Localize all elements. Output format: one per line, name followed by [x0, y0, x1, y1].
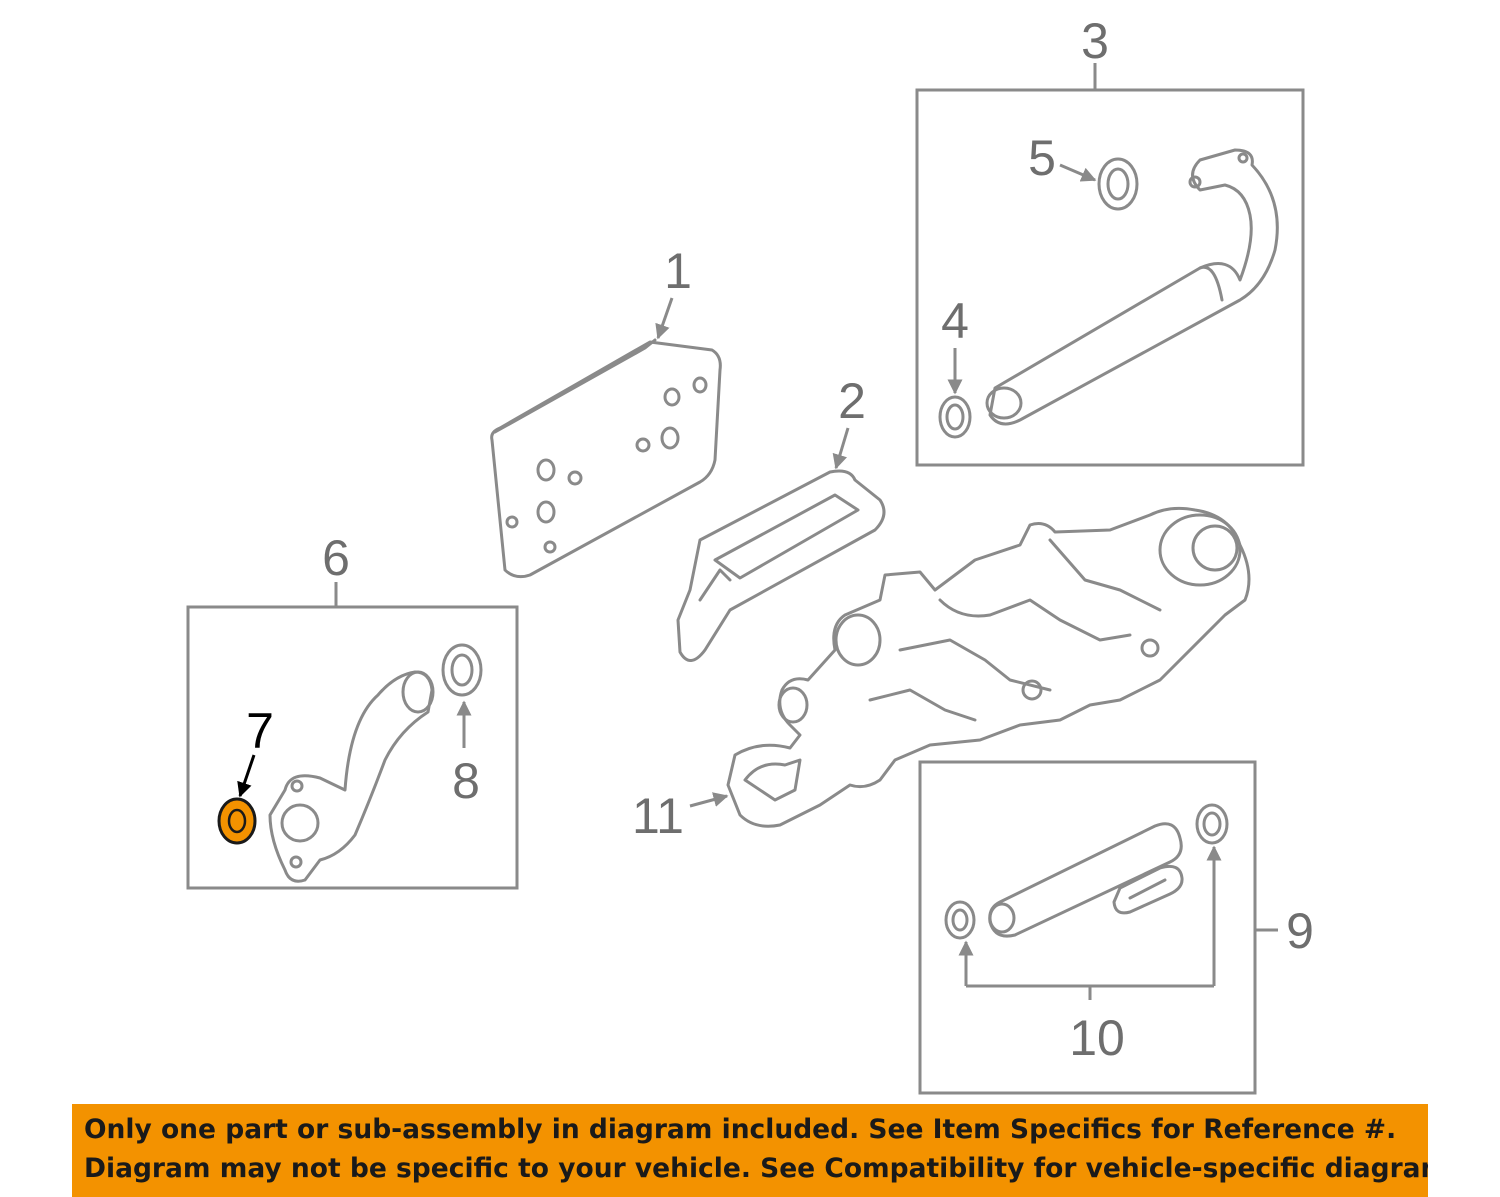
- callout-5: 5: [1028, 130, 1097, 186]
- group-box-6: [186, 582, 519, 890]
- part-7-oring-highlighted[interactable]: [217, 797, 257, 845]
- callout-2-label: 2: [838, 373, 866, 429]
- callout-3: 3: [1081, 13, 1109, 69]
- part-6-elbow[interactable]: [268, 670, 435, 883]
- callout-3-label: 3: [1081, 13, 1109, 69]
- callout-8: 8: [452, 700, 480, 809]
- disclaimer-banner: Only one part or sub-assembly in diagram…: [72, 1104, 1428, 1197]
- disclaimer-line-1: Only one part or sub-assembly in diagram…: [84, 1114, 1397, 1145]
- callout-9-label: 9: [1286, 903, 1314, 959]
- callout-6: 6: [322, 530, 350, 586]
- callout-9: 9: [1286, 903, 1314, 959]
- callout-5-label: 5: [1028, 130, 1056, 186]
- callout-11: 11: [632, 788, 729, 844]
- part-2-gasket[interactable]: [676, 469, 886, 662]
- group-box-3: [915, 63, 1305, 467]
- part-4-oring[interactable]: [938, 395, 972, 439]
- callout-1-label: 1: [664, 243, 692, 299]
- callout-1: 1: [655, 243, 692, 340]
- group-box-9: [918, 760, 1278, 1095]
- callout-4-label: 4: [941, 293, 969, 349]
- callout-7-label: 7: [246, 703, 274, 759]
- callout-8-label: 8: [452, 753, 480, 809]
- disclaimer-line-2: Diagram may not be specific to your vehi…: [84, 1153, 1428, 1184]
- callout-7: 7: [237, 703, 274, 798]
- part-11-housing[interactable]: [726, 506, 1251, 828]
- part-10-orings[interactable]: [944, 803, 1229, 940]
- part-5-oring[interactable]: [1097, 157, 1139, 211]
- callout-10: 10: [958, 845, 1222, 1066]
- callout-6-label: 6: [322, 530, 350, 586]
- part-9-tube[interactable]: [988, 822, 1184, 938]
- part-8-oring[interactable]: [441, 643, 483, 697]
- callout-4: 4: [941, 293, 969, 395]
- callout-11-label: 11: [632, 788, 684, 844]
- part-1-oil-cooler[interactable]: [490, 338, 722, 579]
- callout-10-label: 10: [1069, 1010, 1125, 1066]
- part-3-pipe[interactable]: [985, 148, 1279, 426]
- callout-2: 2: [832, 373, 866, 470]
- parts-diagram: 1 2 3 4 5: [186, 13, 1314, 1095]
